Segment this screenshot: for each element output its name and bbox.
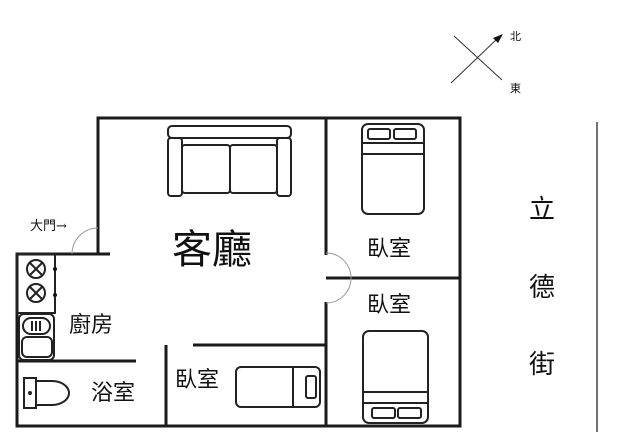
entrance-label: 大門→: [30, 219, 67, 234]
bedroom-upper-right-label: 臥室: [367, 237, 411, 262]
bathroom-label: 浴室: [91, 381, 135, 406]
bed-lower-right-icon: [362, 330, 429, 424]
bedroom-small-label: 臥室: [175, 368, 219, 393]
compass-north-label: 北: [510, 30, 521, 43]
bed-upper-right-icon: [361, 123, 425, 215]
entrance-door-arc: [71, 227, 99, 255]
sofa-icon: [167, 125, 292, 197]
stove-icon: [16, 253, 57, 314]
street-char-2: 德: [529, 273, 555, 303]
bedroom-lower-right-label: 臥室: [367, 293, 411, 318]
compass-east-label: 東: [510, 82, 521, 95]
living-room-label: 客廳: [172, 227, 252, 273]
sink-icon: [18, 313, 55, 361]
street-char-3: 街: [529, 350, 555, 380]
street-char-1: 立: [529, 195, 555, 225]
bedroom-door-arc: [325, 252, 352, 304]
bed-small-icon: [235, 366, 321, 408]
kitchen-label: 廚房: [69, 313, 113, 338]
compass-icon: [450, 34, 503, 84]
toilet-icon: [23, 377, 70, 409]
